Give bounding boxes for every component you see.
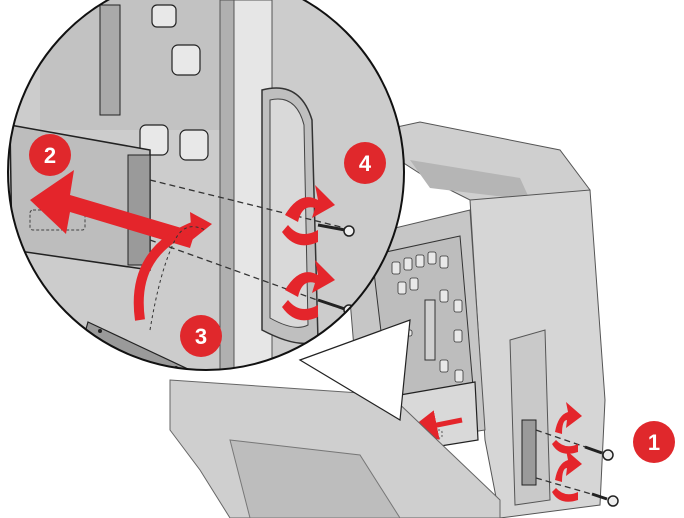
printer-output-slot [410, 160, 530, 200]
small-card-arrow [407, 410, 463, 440]
zoom-connectors [139, 4, 209, 161]
step-4-badge [344, 142, 386, 184]
alignment-lines [149, 179, 346, 311]
step-callout-2: 2 [29, 134, 71, 176]
zoom-pointer [298, 319, 411, 422]
zoom-frame-left [219, 0, 235, 370]
zoom-card-connector [29, 209, 86, 231]
zoom-card-bracket [127, 154, 151, 266]
screw-loosen-arrows [552, 402, 582, 502]
step-3-badge [180, 315, 222, 357]
board-slot [424, 299, 436, 361]
step-2-badge [29, 134, 71, 176]
step-callout-3: 3 [180, 315, 222, 357]
remove-card-arrow [30, 170, 195, 248]
step-1-label: 1 [648, 430, 660, 455]
side-screws [535, 402, 619, 507]
screw-tighten-arrows [282, 185, 335, 321]
step-callout-4: 4 [344, 142, 386, 184]
step-4-label: 4 [359, 151, 372, 176]
printer-drawer [229, 439, 401, 518]
step-callout-1: 1 [633, 421, 675, 463]
zoom-board-slot [99, 4, 121, 116]
step-1-badge [633, 421, 675, 463]
side-port-plate [521, 419, 537, 486]
step-2-label: 2 [44, 143, 56, 168]
zoom-outline [7, 0, 405, 371]
printer-side-port-area [509, 329, 551, 506]
step-3-label: 3 [195, 324, 207, 349]
insert-plate-arrow [133, 220, 200, 321]
board-connectors [391, 251, 464, 383]
